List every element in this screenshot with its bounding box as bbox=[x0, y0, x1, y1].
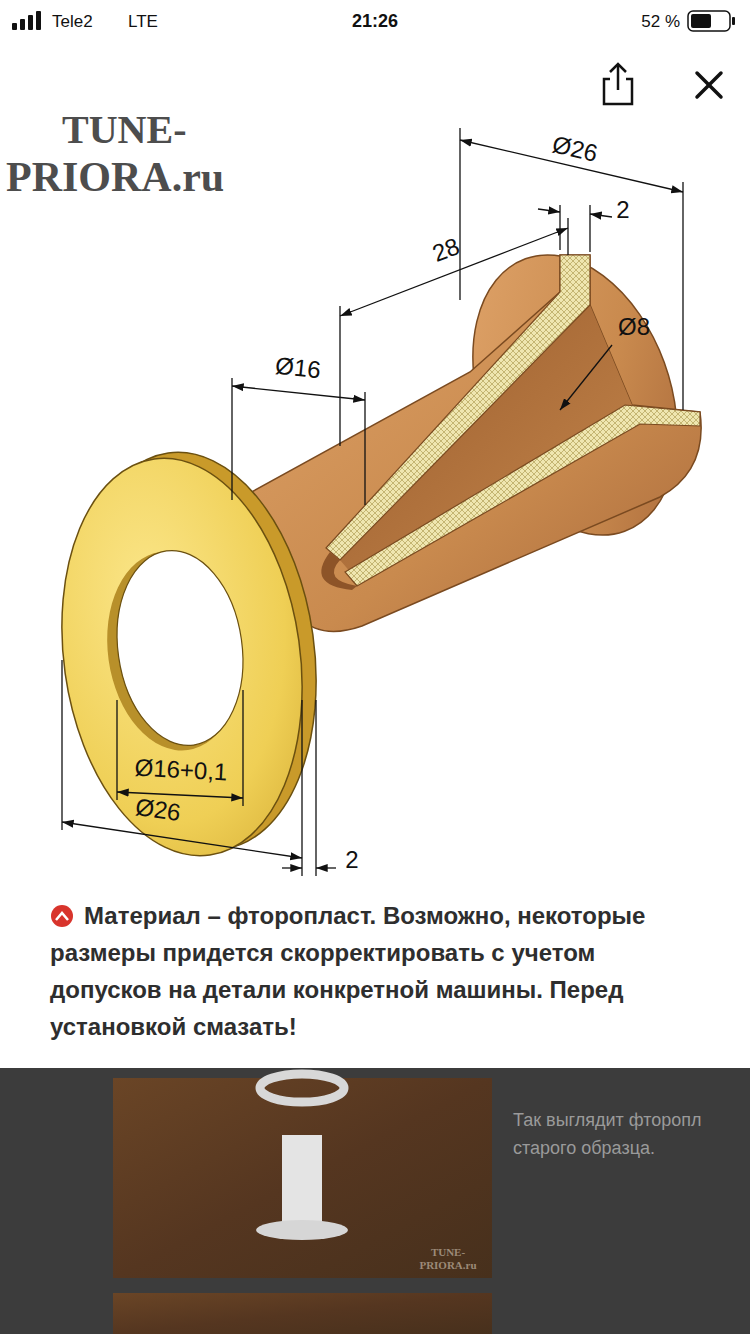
dimension-lines bbox=[567, 218, 568, 255]
signal-bars bbox=[36, 11, 41, 30]
dimension-lines bbox=[315, 700, 316, 876]
dimension-lines bbox=[62, 128, 683, 876]
battery-icon bbox=[688, 11, 735, 31]
dimension-lines bbox=[459, 128, 460, 300]
thumbnail-caption: Так выглядит фторопл старого образца. bbox=[513, 1106, 735, 1162]
dimension-lines bbox=[589, 205, 590, 252]
bushing-illustration bbox=[321, 552, 357, 590]
dimension-lines bbox=[339, 306, 340, 446]
caption: Материал – фторопласт. Возможно, некотор… bbox=[50, 897, 710, 1045]
gallery-panel bbox=[0, 1068, 750, 1334]
caption-icon bbox=[51, 905, 73, 927]
dimension: 2 bbox=[616, 198, 629, 222]
dimension-lines bbox=[231, 378, 232, 500]
caption-icon bbox=[56, 913, 68, 920]
dimension: Ø8 bbox=[618, 315, 650, 339]
signal-bars bbox=[20, 19, 25, 30]
carrier-name: Tele2 bbox=[52, 13, 93, 30]
dimension-lines bbox=[316, 867, 336, 868]
close-icon bbox=[697, 73, 721, 97]
dimension: 2 bbox=[345, 848, 358, 872]
dimension: 28 bbox=[429, 234, 463, 266]
washer-illustration bbox=[105, 542, 255, 753]
watermark: TUNE- bbox=[62, 110, 186, 150]
dimension-lines bbox=[242, 690, 243, 806]
gallery-panel bbox=[256, 1220, 348, 1240]
battery-icon bbox=[732, 17, 735, 25]
dimension-lines bbox=[301, 700, 302, 876]
dimension-lines bbox=[590, 214, 612, 217]
watermark: PRIORA.ru bbox=[6, 156, 224, 198]
close-icon bbox=[697, 73, 721, 97]
dimension-lines bbox=[538, 209, 560, 212]
caption-icon bbox=[51, 905, 73, 927]
dimension: Ø26 bbox=[134, 795, 182, 825]
watermark: TUNE- bbox=[431, 1247, 465, 1258]
dimension-lines bbox=[340, 228, 568, 316]
battery-icon bbox=[691, 14, 711, 28]
battery-percent: 52 % bbox=[641, 13, 680, 30]
signal-bars bbox=[12, 11, 41, 30]
share-icon bbox=[604, 64, 632, 104]
bushing-illustration bbox=[345, 405, 700, 586]
washer-illustration bbox=[37, 437, 340, 872]
dimension-lines bbox=[560, 345, 612, 410]
gallery-panel bbox=[260, 1074, 344, 1102]
gallery-panel bbox=[113, 1293, 492, 1334]
share-icon bbox=[610, 64, 626, 72]
bushing-illustration bbox=[228, 226, 714, 631]
dimension: Ø16+0,1 bbox=[134, 756, 228, 785]
dimension: Ø16 bbox=[274, 354, 322, 383]
washer-illustration bbox=[37, 443, 326, 872]
dimension-lines bbox=[232, 386, 365, 400]
signal-bars bbox=[28, 15, 33, 30]
gallery-panel bbox=[113, 1078, 492, 1278]
clock: 21:26 bbox=[352, 12, 398, 30]
dimension: Ø26 bbox=[550, 132, 600, 166]
dimension-lines bbox=[364, 392, 365, 505]
close-icon bbox=[697, 73, 721, 97]
dimension-lines bbox=[62, 822, 302, 858]
dimension-lines bbox=[682, 182, 683, 410]
battery-icon bbox=[688, 11, 730, 31]
share-icon bbox=[617, 64, 620, 90]
signal-bars bbox=[12, 23, 17, 30]
gallery-panel bbox=[282, 1135, 322, 1227]
watermark: PRIORA.ru bbox=[419, 1260, 476, 1271]
gallery-panel bbox=[0, 1068, 750, 1334]
network-type: LTE bbox=[128, 13, 158, 30]
dimension-lines bbox=[282, 867, 302, 868]
dimension-lines bbox=[61, 660, 62, 830]
dimension-lines bbox=[116, 700, 117, 800]
